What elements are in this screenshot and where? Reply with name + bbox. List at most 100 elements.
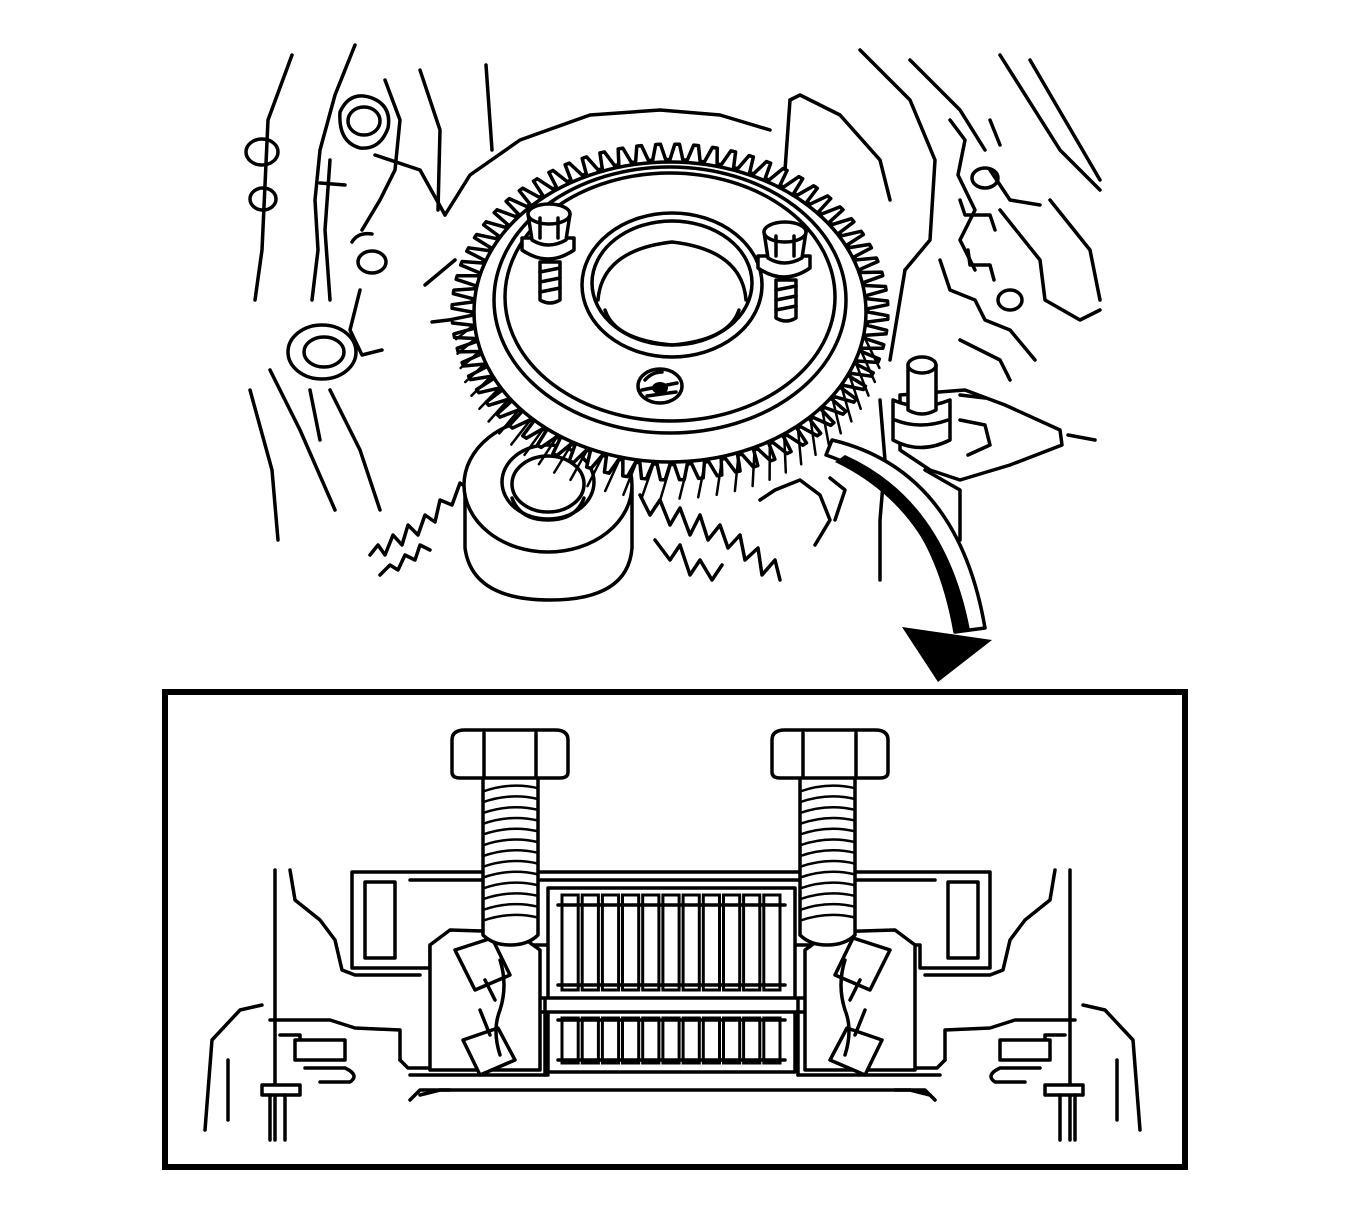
helical-tooth (456, 336, 479, 355)
thread-turn (798, 838, 857, 847)
needle-roller (681, 893, 701, 992)
housing-right (893, 868, 1142, 1142)
helical-tooth (820, 406, 831, 446)
tapered-bearing-left (428, 928, 542, 1077)
thread-turn (798, 870, 857, 879)
needle-roller (742, 893, 762, 992)
helical-tooth (487, 397, 511, 423)
thread-turn (481, 859, 540, 869)
helical-tooth (586, 452, 605, 488)
needle-roller (762, 1016, 782, 1065)
helical-tooth (459, 349, 482, 370)
thread-turn (481, 795, 540, 804)
helical-tooth (478, 385, 502, 411)
upper-engine-view (244, 43, 1102, 602)
needle-roller (621, 893, 641, 992)
helical-tooth-strokes (454, 323, 881, 500)
helical-tooth (622, 459, 639, 497)
needle-roller (560, 1016, 580, 1065)
needle-roller (580, 893, 600, 992)
helical-tooth (537, 434, 560, 466)
helical-tooth (751, 446, 756, 488)
thread-turn (481, 913, 540, 922)
helical-tooth (523, 426, 546, 457)
helical-tooth (678, 461, 690, 500)
upper-bolt-right (756, 220, 812, 323)
thread-turn (481, 816, 540, 826)
thread-turn (481, 805, 540, 815)
helical-tooth (569, 447, 589, 482)
tapered-bearing-right (803, 928, 917, 1077)
bearing-bore (580, 211, 764, 359)
helical-tooth (847, 372, 862, 411)
thread-turn (798, 902, 857, 912)
needle-roller (722, 1016, 742, 1065)
needle-roller (661, 893, 681, 992)
needle-roller (681, 1016, 701, 1065)
helical-tooth (640, 461, 656, 499)
thread-turn (481, 838, 540, 847)
bearing-race-lines (543, 998, 800, 1077)
thread-turn (481, 849, 540, 858)
helical-tooth (715, 456, 724, 497)
helical-tooth (552, 441, 574, 474)
needle-roller (742, 1016, 762, 1065)
thread-turn (798, 827, 857, 836)
helical-tooth (862, 334, 881, 370)
thread-turn (798, 816, 857, 826)
thread-turn (481, 827, 540, 836)
helical-tooth (809, 416, 817, 457)
engine-block-left (244, 43, 772, 542)
bolt-thread-left (481, 784, 540, 922)
needle-bearing (546, 886, 797, 1074)
thread-turn (481, 870, 540, 879)
needle-roller (560, 893, 580, 992)
bolt-thread-right (798, 784, 857, 922)
needle-roller (641, 1016, 661, 1065)
detail-view (162, 689, 1188, 1170)
helical-tooth (858, 347, 877, 384)
thread-turn (481, 902, 540, 912)
thread-turn (798, 795, 857, 804)
helical-tooth (830, 395, 843, 435)
helical-tooth (470, 374, 494, 397)
needle-roller (621, 1016, 641, 1065)
thread-turn (798, 784, 857, 793)
needle-roller (641, 893, 661, 992)
thread-turn (481, 784, 540, 793)
helical-tooth (796, 425, 803, 466)
helical-tooth (782, 433, 788, 474)
thread-turn (481, 892, 540, 901)
callout-arrow (824, 438, 992, 682)
helical-tooth (498, 407, 522, 435)
locating-pin (891, 355, 1097, 482)
helical-tooth (839, 384, 853, 423)
upper-bolt-left (520, 202, 576, 305)
helical-tooth (464, 361, 487, 384)
needle-roller (600, 893, 621, 992)
needle-roller (722, 893, 742, 992)
engine-block-right (783, 48, 1102, 582)
thread-turn (798, 913, 857, 922)
needle-rollers-bottom (560, 1016, 782, 1065)
helical-tooth (510, 417, 533, 446)
detail-bolt-right (770, 728, 890, 947)
thread-turn (798, 859, 857, 869)
helical-tooth (454, 323, 476, 341)
needle-roller (701, 893, 721, 992)
needle-roller (600, 1016, 621, 1065)
detail-bolt-left (450, 728, 570, 947)
thread-turn (798, 849, 857, 858)
needle-rollers-top (560, 893, 782, 992)
helical-tooth (659, 461, 673, 500)
thread-turn (798, 892, 857, 901)
helical-tooth (853, 360, 870, 397)
thread-turn (798, 881, 857, 890)
needle-roller (580, 1016, 600, 1065)
needle-roller (762, 893, 782, 992)
housing-left (203, 868, 452, 1142)
thread-turn (481, 881, 540, 890)
needle-roller (661, 1016, 681, 1065)
helical-tooth (696, 459, 707, 499)
